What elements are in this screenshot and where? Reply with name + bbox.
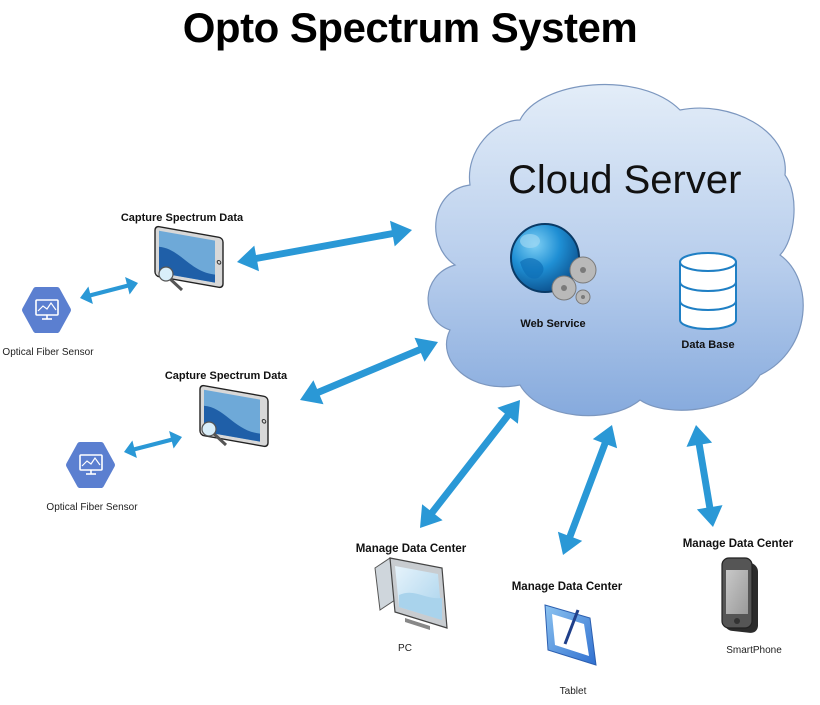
capture-device-icon-2 (199, 384, 269, 448)
sensor-label-2: Optical Fiber Sensor (46, 502, 138, 513)
database-label: Data Base (681, 339, 735, 351)
bidirectional-arrow-7 (686, 425, 723, 527)
bidirectional-arrow-3 (124, 431, 182, 458)
database-icon (679, 252, 737, 330)
smartphone-heading: Manage Data Center (682, 538, 794, 550)
smartphone-icon (721, 557, 758, 633)
capture-spectrum-label-1: Capture Spectrum Data (120, 212, 244, 224)
pc-label: PC (398, 643, 412, 654)
bidirectional-arrow-2 (237, 220, 412, 272)
web-service-label: Web Service (520, 318, 586, 330)
tablet-heading: Manage Data Center (511, 581, 623, 593)
connection-arrows (80, 220, 723, 555)
cloud-server (427, 84, 804, 417)
bidirectional-arrow-4 (300, 337, 438, 405)
capture-spectrum-label-2: Capture Spectrum Data (164, 370, 288, 382)
pc-icon (374, 557, 448, 630)
bidirectional-arrow-1 (80, 277, 138, 304)
tablet-icon (544, 604, 597, 666)
magnifier-icon-2 (201, 421, 228, 447)
web-service-icon (510, 223, 597, 305)
cloud-shape (427, 84, 804, 417)
sensor-label-1: Optical Fiber Sensor (2, 347, 94, 358)
tablet-label: Tablet (559, 686, 587, 697)
diagram-title: Opto Spectrum System (182, 4, 638, 51)
pc-heading: Manage Data Center (355, 543, 467, 555)
bidirectional-arrow-6 (557, 425, 618, 555)
smartphone-label: SmartPhone (726, 645, 782, 656)
bidirectional-arrow-5 (420, 400, 520, 528)
magnifier-icon-1 (158, 266, 184, 292)
optical-fiber-sensor-icon-2 (66, 442, 115, 488)
optical-fiber-sensor-icon-1 (22, 287, 71, 333)
cloud-server-title: Cloud Server (508, 158, 742, 202)
